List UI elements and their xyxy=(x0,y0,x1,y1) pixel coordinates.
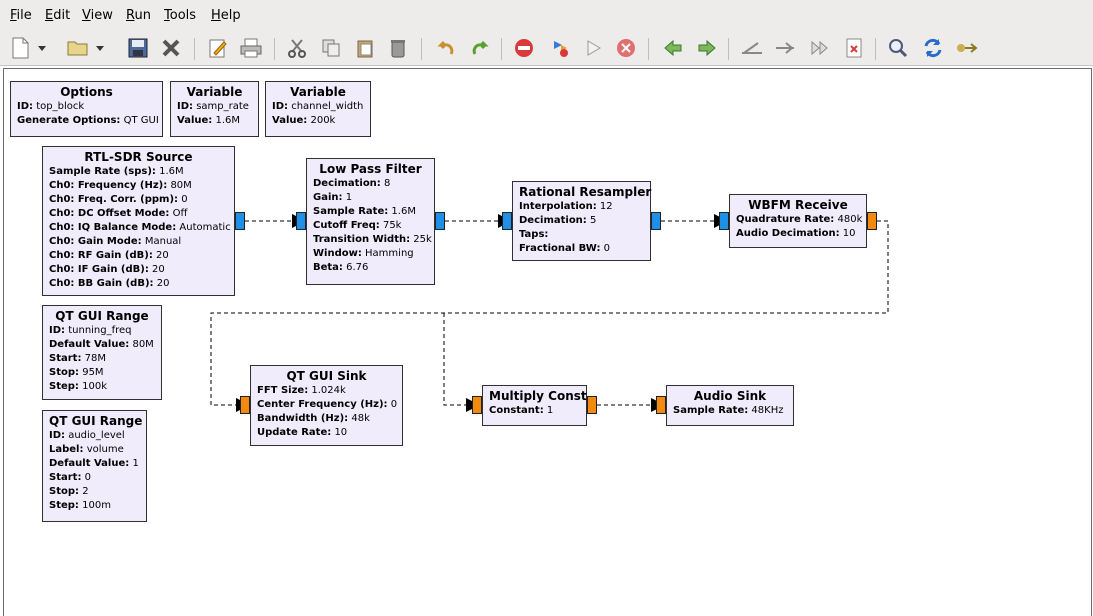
menu-file[interactable]: File xyxy=(10,8,32,23)
audio-sink-in-port[interactable] xyxy=(656,396,666,414)
block-title: Low Pass Filter xyxy=(319,162,422,176)
paste-icon[interactable] xyxy=(351,34,379,62)
rotate-left-icon[interactable] xyxy=(659,34,687,62)
variable-samp-rate-block[interactable]: Variable ID: samp_rate Value: 1.6M xyxy=(170,81,259,137)
menu-run[interactable]: Run xyxy=(126,8,151,23)
wbfm-receive-in-port[interactable] xyxy=(719,212,729,230)
find-icon[interactable] xyxy=(884,34,912,62)
generate-icon[interactable] xyxy=(546,34,574,62)
stop-icon[interactable] xyxy=(510,34,538,62)
block-title: Options xyxy=(60,85,113,99)
block-title: Variable xyxy=(290,85,346,99)
delete-icon[interactable] xyxy=(384,34,412,62)
low-pass-filter-block[interactable]: Low Pass Filter Decimation: 8 Gain: 1 Sa… xyxy=(306,158,435,285)
rotate-right-icon[interactable] xyxy=(693,34,721,62)
kill-icon[interactable] xyxy=(612,34,640,62)
new-icon[interactable] xyxy=(6,34,34,62)
multiply-const-out-port[interactable] xyxy=(587,396,597,414)
wbfm-receive-out-port[interactable] xyxy=(867,212,877,230)
enable-icon[interactable] xyxy=(771,34,799,62)
open-dropdown-chevron-down-icon[interactable] xyxy=(92,34,108,62)
open-hier-icon[interactable] xyxy=(953,34,981,62)
qt-gui-range-freq-block[interactable]: QT GUI Range ID: tunning_freq Default Va… xyxy=(42,305,162,400)
rational-resampler-block[interactable]: Rational Resampler Interpolation: 12 Dec… xyxy=(512,181,651,261)
close-icon[interactable] xyxy=(157,34,185,62)
print-icon[interactable] xyxy=(237,34,265,62)
bypass-icon[interactable] xyxy=(806,34,834,62)
multiply-const-in-port[interactable] xyxy=(472,396,482,414)
copy-icon[interactable] xyxy=(317,34,345,62)
qt-gui-range-audio-block[interactable]: QT GUI Range ID: audio_level Label: volu… xyxy=(42,410,147,522)
open-icon[interactable] xyxy=(64,34,92,62)
rtl-sdr-source-block[interactable]: RTL-SDR Source Sample Rate (sps): 1.6M C… xyxy=(42,146,235,296)
block-title: QT GUI Range xyxy=(55,309,149,323)
options-block[interactable]: Options ID: top_block Generate Options: … xyxy=(10,81,163,137)
redo-icon[interactable] xyxy=(466,34,494,62)
execute-icon[interactable] xyxy=(579,34,607,62)
disable-icon[interactable] xyxy=(738,34,766,62)
audio-sink-block[interactable]: Audio Sink Sample Rate: 48KHz xyxy=(666,385,794,426)
low-pass-filter-in-port[interactable] xyxy=(296,212,306,230)
reload-icon[interactable] xyxy=(919,34,947,62)
block-title: WBFM Receive xyxy=(748,198,848,212)
cut-icon[interactable] xyxy=(283,34,311,62)
block-title: Rational Resampler xyxy=(519,185,652,199)
block-title: QT GUI Range xyxy=(49,414,143,428)
undo-icon[interactable] xyxy=(432,34,460,62)
block-title: Audio Sink xyxy=(693,389,767,403)
multiply-const-block[interactable]: Multiply Const Constant: 1 xyxy=(482,385,587,426)
block-title: QT GUI Sink xyxy=(286,369,367,383)
block-title: Variable xyxy=(186,85,243,99)
menu-edit[interactable]: Edit xyxy=(45,8,71,23)
block-title: RTL-SDR Source xyxy=(84,150,193,164)
rtl-sdr-out-port[interactable] xyxy=(235,212,245,230)
low-pass-filter-out-port[interactable] xyxy=(435,212,445,230)
variable-channel-width-block[interactable]: Variable ID: channel_width Value: 200k xyxy=(265,81,371,137)
qt-gui-sink-in-port[interactable] xyxy=(240,396,250,414)
errors-icon[interactable] xyxy=(840,34,868,62)
toolbar xyxy=(0,31,1093,66)
save-icon[interactable] xyxy=(124,34,152,62)
rational-resampler-out-port[interactable] xyxy=(651,212,661,230)
menu-help[interactable]: Help xyxy=(211,8,241,23)
menu-view[interactable]: View xyxy=(82,8,113,23)
block-title: Multiply Const xyxy=(489,389,587,403)
wbfm-receive-block[interactable]: WBFM Receive Quadrature Rate: 480k Audio… xyxy=(729,194,867,248)
rational-resampler-in-port[interactable] xyxy=(502,212,512,230)
properties-icon[interactable] xyxy=(204,34,232,62)
menu-tools[interactable]: Tools xyxy=(164,8,197,23)
qt-gui-sink-block[interactable]: QT GUI Sink FFT Size: 1.024k Center Freq… xyxy=(250,365,403,446)
menu-bar: File Edit View Run Tools Help xyxy=(0,0,1093,31)
new-dropdown-chevron-down-icon[interactable] xyxy=(34,34,50,62)
